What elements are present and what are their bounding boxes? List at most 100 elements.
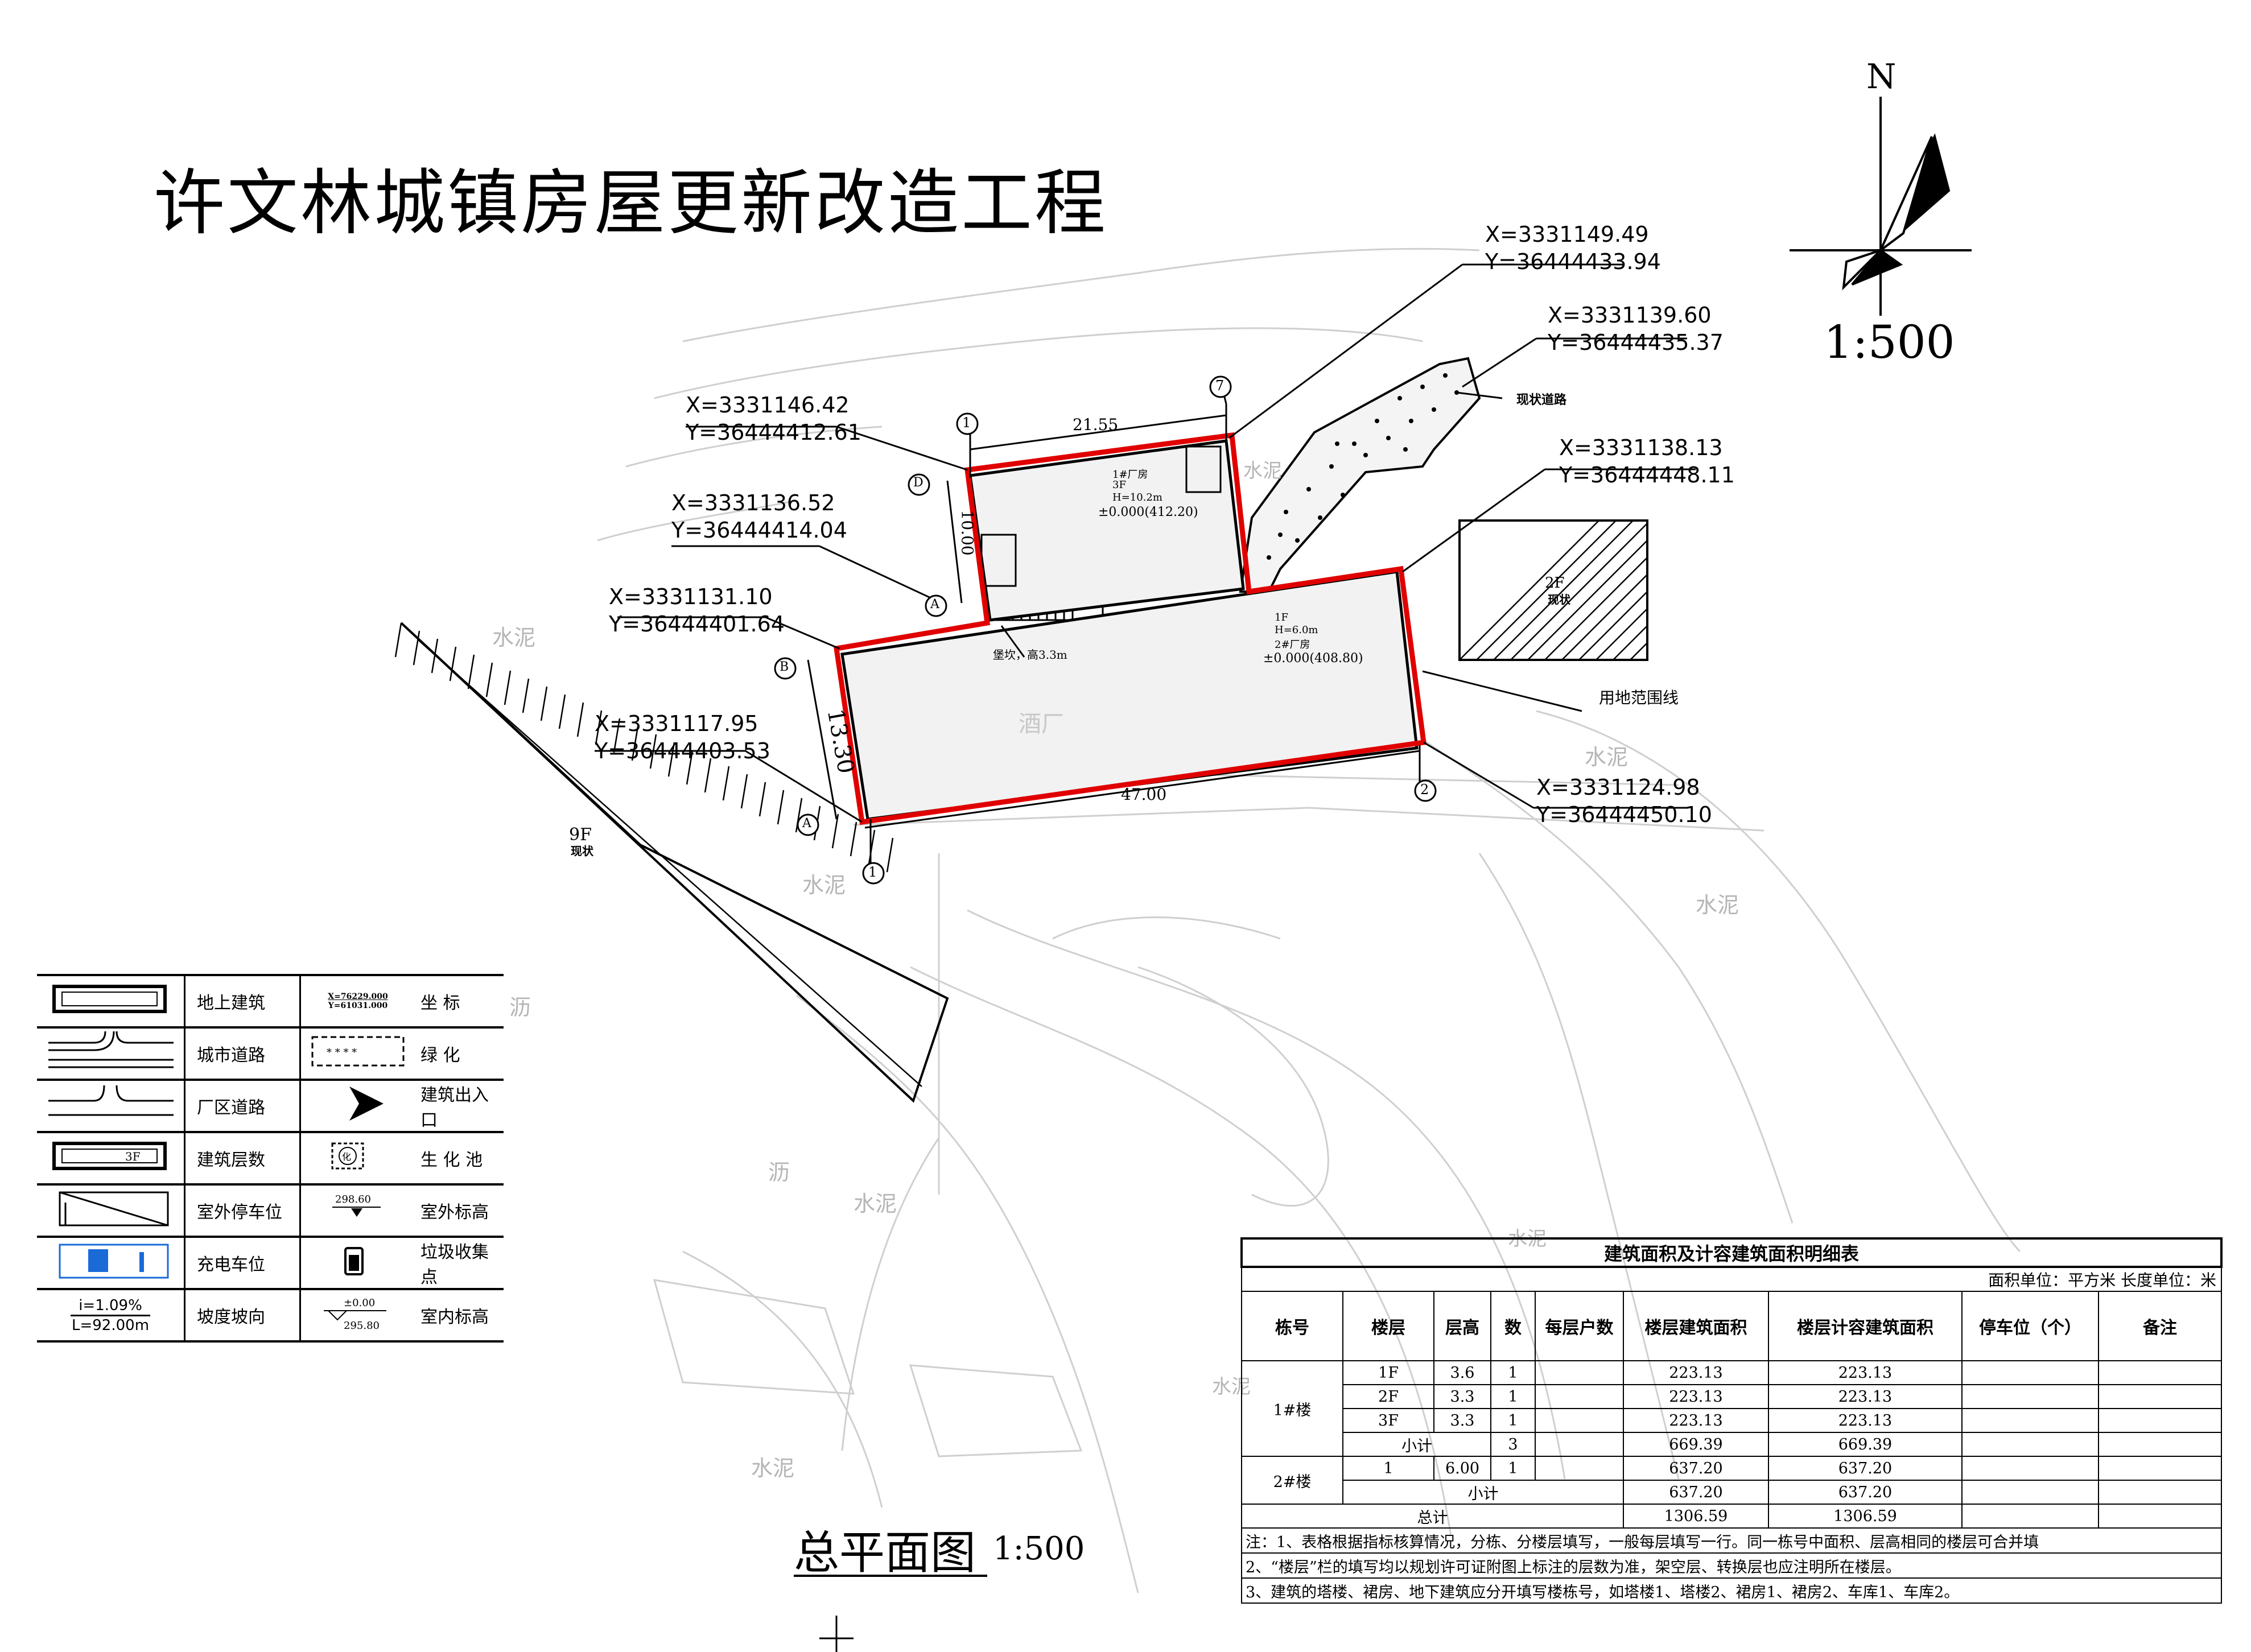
building-2-floors: 1F — [1275, 612, 1288, 623]
dim-left: 10.00 — [958, 510, 977, 556]
building-2 — [840, 570, 1419, 821]
surface-label-asphalt: 沥 — [509, 995, 531, 1020]
building-2-elevation: ±0.000(408.80) — [1263, 651, 1363, 666]
legend-label: 绿 化 — [415, 1026, 504, 1081]
svg-text:化: 化 — [342, 1151, 351, 1162]
legend-label: 充电车位 — [184, 1236, 301, 1290]
table-header: 楼层计容建筑面积 — [1768, 1291, 1963, 1361]
table-note: 3、建筑的塔楼、裙房、地下建筑应分开填写楼栋号，如塔楼1、塔楼2、裙房1、裙房2… — [1240, 1577, 2223, 1604]
table-header: 层高 — [1433, 1291, 1491, 1361]
building-symbol-icon — [37, 974, 185, 1029]
legend-label: 室外停车位 — [184, 1183, 301, 1238]
retaining-wall-note: 堡坎，高3.3m — [993, 648, 1067, 662]
city-road-symbol-icon — [37, 1026, 185, 1081]
table-note: 2、“楼层”栏的填写均以规划许可证附图上标注的层数为准，架空层、转换层也应注明所… — [1240, 1552, 2223, 1579]
existing-2f-label: 现状 — [1548, 593, 1570, 606]
dim-top: 21.55 — [1073, 415, 1119, 434]
legend-label: 室外标高 — [415, 1183, 504, 1238]
entrance-arrow-icon — [300, 1079, 415, 1133]
axis-label: 7 — [1215, 378, 1225, 394]
north-arrow-icon — [1790, 97, 1972, 316]
table-note: 注：1、表格根据指标核算情况，分栋、分楼层填写，一般每层填写一行。同一栋号中面积… — [1240, 1527, 2223, 1554]
surface-label-asphalt: 沥 — [768, 1160, 790, 1185]
building-1-elevation: ±0.000(412.20) — [1098, 505, 1198, 519]
area-table-unit: 面积单位：平方米 长度单位：米 — [1240, 1266, 2223, 1292]
winery-label: 酒厂 — [1019, 711, 1064, 737]
existing-9f-building — [394, 622, 949, 1103]
svg-text:298.60: 298.60 — [335, 1193, 371, 1205]
greenery-symbol-icon: * * * * — [300, 1026, 415, 1081]
legend-label: 城市道路 — [184, 1026, 301, 1081]
existing-2f-building — [1458, 519, 1648, 661]
slope-symbol-icon: i=1.09%L=92.00m — [37, 1288, 185, 1343]
legend-row: 室外停车位 298.60 室外标高 — [37, 1183, 504, 1238]
charging-parking-symbol-icon — [37, 1236, 185, 1290]
legend-label: 坐 标 — [415, 974, 504, 1029]
legend-label: 坡度坡向 — [184, 1288, 301, 1343]
existing-9f-label: 现状 — [571, 844, 593, 858]
parking-symbol-icon — [37, 1183, 185, 1238]
building-1-floors: 3F — [1112, 479, 1126, 491]
north-label: N — [1866, 57, 1897, 97]
table-header: 备注 — [2097, 1291, 2223, 1361]
axis-bubbles — [774, 375, 1437, 885]
scale-label: 1:500 — [1824, 316, 1955, 369]
legend-row: 厂区道路 建筑出入口 — [37, 1079, 504, 1133]
axis-label: 1 — [868, 864, 877, 880]
outdoor-elevation-symbol-icon: 298.60 — [300, 1183, 415, 1238]
surface-label: 水泥 — [1585, 745, 1629, 770]
axis-label: A — [802, 816, 811, 831]
septic-tank-symbol-icon: 化 — [300, 1131, 415, 1186]
legend-label: 室内标高 — [415, 1288, 504, 1343]
factory-road-symbol-icon — [37, 1079, 185, 1133]
drawing-scale: 1:500 — [993, 1530, 1085, 1567]
svg-text:* * * *: * * * * — [327, 1047, 357, 1059]
surface-label: 水泥 — [1243, 460, 1282, 482]
drawing-title: 总平面图 — [794, 1526, 976, 1579]
building-2-height: H=6.0m — [1275, 624, 1318, 636]
building-1-name: 1#厂房 — [1112, 469, 1148, 481]
surface-label: 水泥 — [854, 1191, 897, 1216]
legend-label: 地上建筑 — [184, 974, 301, 1029]
table-header: 数 — [1490, 1291, 1536, 1361]
axis-label: A — [930, 597, 939, 612]
surface-label: 水泥 — [802, 873, 846, 898]
existing-2f-floors: 2F — [1545, 575, 1565, 592]
surface-label: 水泥 — [751, 1456, 795, 1481]
project-title: 许文林城镇房屋更新改造工程 — [154, 162, 1108, 245]
legend-label: 生 化 池 — [415, 1131, 504, 1186]
svg-text:±0.00: ±0.00 — [344, 1297, 375, 1309]
legend-label: 建筑出入口 — [415, 1079, 504, 1133]
area-table: 建筑面积及计容建筑面积明细表 面积单位：平方米 长度单位：米 栋号 楼层 层高 … — [1240, 1237, 2223, 1604]
axis-label: D — [913, 476, 924, 490]
legend-row: 城市道路 * * * * 绿 化 — [37, 1026, 504, 1081]
crosshair-mark — [819, 1616, 854, 1652]
dimension-lines — [807, 392, 1421, 865]
table-header: 楼层建筑面积 — [1623, 1291, 1769, 1361]
surface-label: 水泥 — [1696, 893, 1739, 918]
site-boundary-label: 用地范围线 — [1599, 688, 1679, 707]
area-table-caption: 建筑面积及计容建筑面积明细表 — [1240, 1237, 2223, 1268]
table-header: 每层户数 — [1535, 1291, 1624, 1361]
building-1-height: H=10.2m — [1112, 492, 1162, 503]
svg-text:3F: 3F — [125, 1150, 141, 1163]
table-header: 栋号 — [1241, 1291, 1343, 1361]
legend-label: 垃圾收集点 — [415, 1236, 504, 1290]
